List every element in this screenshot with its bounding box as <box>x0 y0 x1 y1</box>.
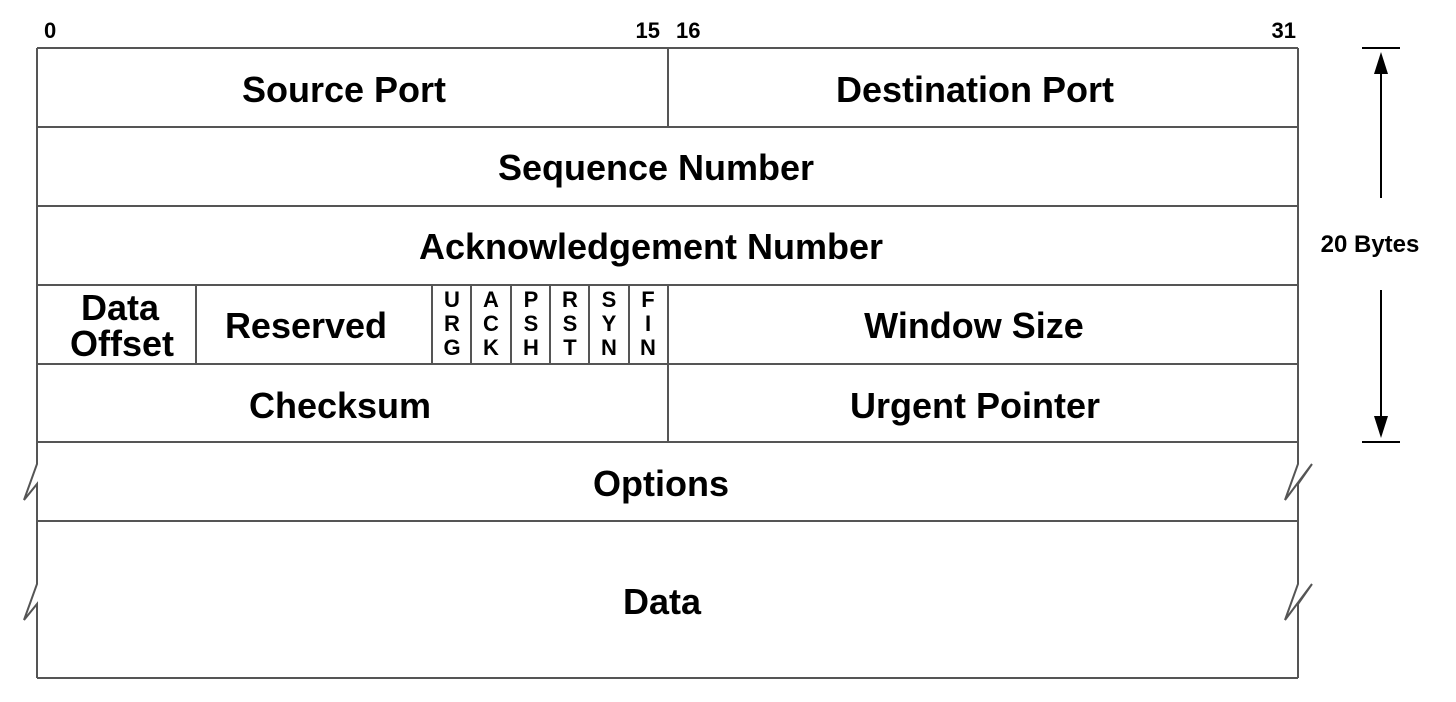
field-acknowledgement-number: Acknowledgement Number <box>419 226 883 267</box>
flag-psh-letter-2: S <box>524 311 539 336</box>
field-sequence-number: Sequence Number <box>498 147 814 188</box>
flag-rst-letter-1: R <box>562 287 578 312</box>
header-grid <box>36 47 1299 679</box>
header-size-indicator: 20 Bytes <box>1321 47 1420 443</box>
flag-urg: U R G <box>443 287 460 360</box>
flag-syn-letter-2: Y <box>602 311 617 336</box>
field-urgent-pointer: Urgent Pointer <box>850 385 1100 426</box>
flag-urg-letter-3: G <box>443 335 460 360</box>
flag-ack-letter-3: K <box>483 335 499 360</box>
arrow-up-icon <box>1374 52 1388 74</box>
field-source-port: Source Port <box>242 69 446 110</box>
flag-fin-letter-1: F <box>641 287 654 312</box>
flag-urg-letter-1: U <box>444 287 460 312</box>
bit-label-15: 15 <box>636 18 660 43</box>
flag-rst-letter-2: S <box>563 311 578 336</box>
flag-psh-letter-1: P <box>524 287 539 312</box>
flag-urg-letter-2: R <box>444 311 460 336</box>
bit-label-31: 31 <box>1272 18 1296 43</box>
flag-syn-letter-3: N <box>601 335 617 360</box>
field-reserved: Reserved <box>225 305 387 346</box>
bit-label-16: 16 <box>676 18 700 43</box>
field-options: Options <box>593 463 729 504</box>
flag-rst-letter-3: T <box>563 335 577 360</box>
flag-fin-letter-3: N <box>640 335 656 360</box>
flag-fin-letter-2: I <box>645 311 651 336</box>
flag-ack-letter-2: C <box>483 311 499 336</box>
field-checksum: Checksum <box>249 385 431 426</box>
flag-psh-letter-3: H <box>523 335 539 360</box>
flag-psh: P S H <box>523 287 539 360</box>
field-data-offset-line1: Data <box>81 287 160 328</box>
left-edge-break <box>23 442 38 678</box>
flag-syn-letter-1: S <box>602 287 617 312</box>
flag-syn: S Y N <box>601 287 617 360</box>
arrow-down-icon <box>1374 416 1388 438</box>
flag-ack: A C K <box>483 287 499 360</box>
flag-fin: F I N <box>640 287 656 360</box>
flag-ack-letter-1: A <box>483 287 499 312</box>
header-size-label: 20 Bytes <box>1321 231 1420 258</box>
flag-rst: R S T <box>562 287 578 360</box>
field-window-size: Window Size <box>864 305 1084 346</box>
bit-label-0: 0 <box>44 18 56 43</box>
variable-region-edges <box>23 442 1313 678</box>
field-data: Data <box>623 581 702 622</box>
field-destination-port: Destination Port <box>836 69 1114 110</box>
field-data-offset-line2: Offset <box>70 323 174 364</box>
right-edge-break <box>1284 442 1313 678</box>
